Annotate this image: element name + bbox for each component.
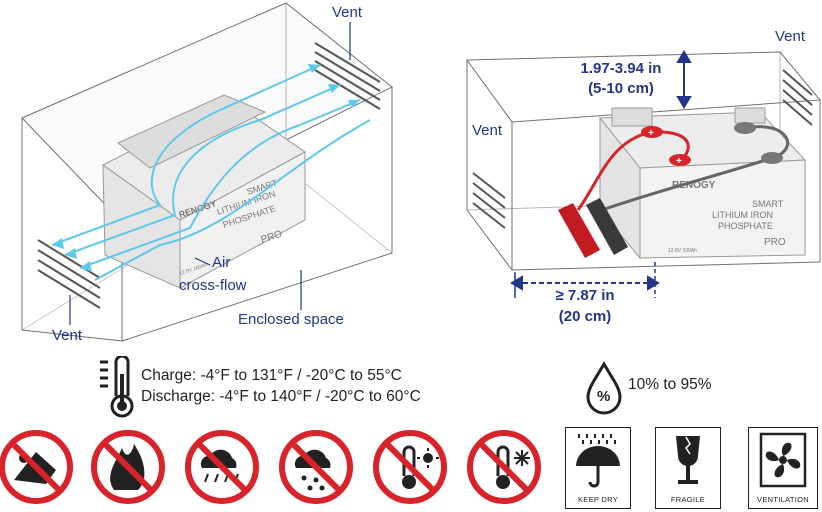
top-clearance-line1: 1.97-3.94 in [580, 60, 662, 77]
humidity-range: 10% to 95% [628, 376, 712, 393]
right-vent-right-label: Vent [775, 28, 806, 45]
ventilation-text: VENTILATION [757, 495, 809, 504]
left-vent-bottom-label: Vent [52, 327, 83, 344]
fragile-text: FRAGILE [670, 495, 706, 504]
thermometer-icon [100, 356, 134, 418]
airflow-arrows [51, 64, 371, 281]
keep-dry-text: KEEP DRY [577, 495, 619, 504]
airflow-label-1: Air [212, 254, 231, 271]
right-vent-left-label: Vent [472, 122, 503, 139]
fan-icon [759, 432, 807, 488]
side-clearance-line1: ≥ 7.87 in [555, 287, 615, 304]
airflow-label-2: cross-flow [179, 277, 247, 294]
keep-dry-label-box: KEEP DRY [565, 427, 631, 509]
discharge-temperature: Discharge: -4°F to 140°F / -20°C to 60°C [141, 388, 421, 405]
left-top-vent-icon [314, 42, 381, 110]
fragile-label-box: FRAGILE [655, 427, 721, 509]
humidity-drop-icon [586, 360, 622, 415]
enclosure-label: Enclosed space [238, 311, 344, 328]
left-vent-top-label: Vent [332, 4, 363, 21]
glass-icon [676, 436, 700, 484]
top-clearance-line2: (5-10 cm) [588, 80, 654, 97]
umbrella-icon [576, 434, 620, 488]
charge-temperature: Charge: -4°F to 131°F / -20°C to 55°C [141, 367, 402, 384]
left-bottom-vent-icon [37, 239, 101, 309]
side-clearance-line2: (20 cm) [558, 308, 612, 325]
humidity-symbol: % [597, 388, 611, 405]
ventilation-label-box: VENTILATION [748, 427, 818, 509]
